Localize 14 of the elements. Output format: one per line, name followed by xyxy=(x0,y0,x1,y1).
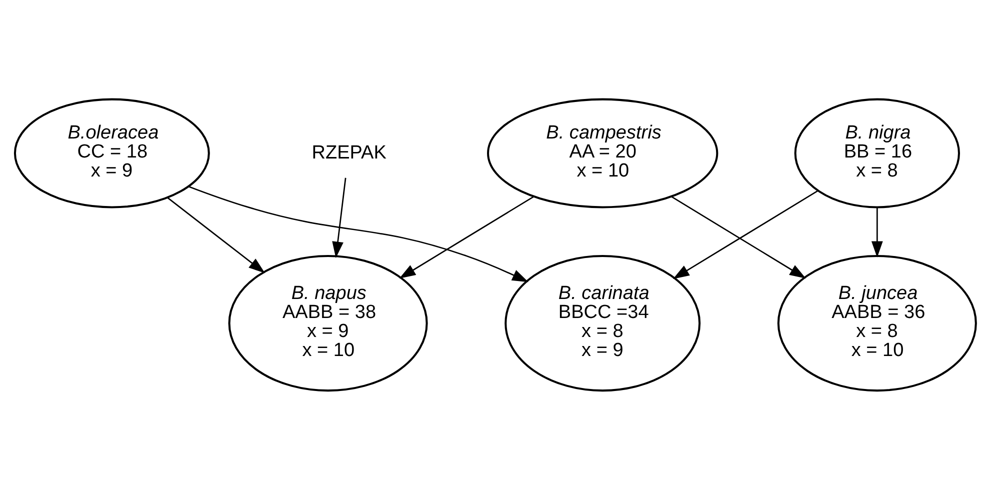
node-ellipse: B. nigra BB = 16 x = 8 xyxy=(794,98,960,208)
node-text: RZEPAK xyxy=(312,142,386,164)
node-ellipse: B. juncea AABB = 36 x = 8 x = 10 xyxy=(777,255,977,392)
arrow xyxy=(670,196,806,279)
arrow xyxy=(167,197,265,274)
node-ellipse: B. campestris AA = 20 x = 10 xyxy=(487,98,718,208)
arrow xyxy=(332,178,346,258)
node-ellipse: B. carinata BBCC =34 x = 8 x = 9 xyxy=(504,255,701,392)
arrow xyxy=(672,190,818,280)
arrow xyxy=(188,186,528,282)
arrow xyxy=(399,196,534,279)
arrow xyxy=(871,207,883,258)
node-ellipse: B.oleracea CC = 18 x = 9 xyxy=(14,98,210,208)
node-ellipse: B. napus AABB = 38 x = 9 x = 10 xyxy=(228,255,428,392)
